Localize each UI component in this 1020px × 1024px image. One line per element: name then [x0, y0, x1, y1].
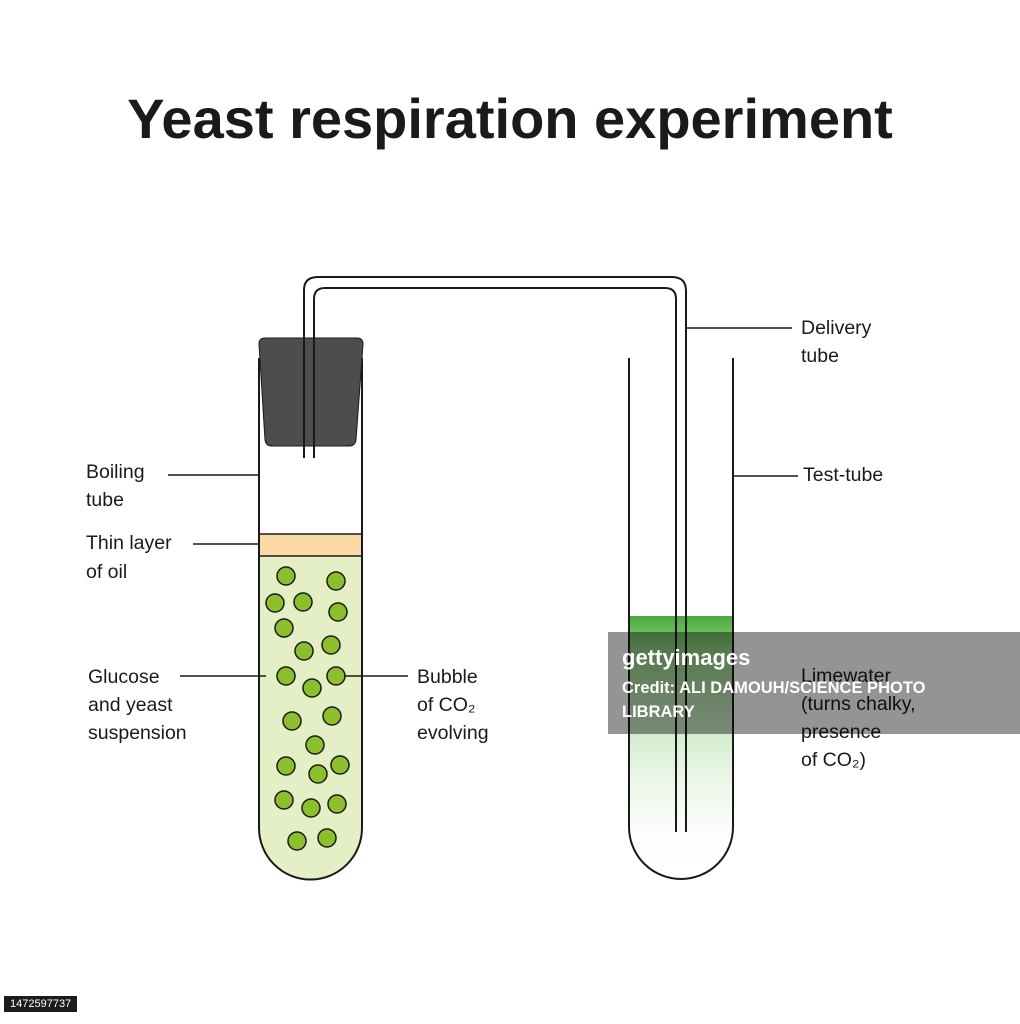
test-tube-outline — [628, 358, 734, 880]
label-delivery-tube: Delivery tube — [801, 317, 877, 367]
co2-bubble — [302, 678, 322, 698]
co2-bubble — [276, 666, 296, 686]
watermark-credit-line1: Credit: ALI DAMOUH/SCIENCE PHOTO — [622, 679, 926, 697]
co2-bubble — [274, 790, 294, 810]
watermark-brand: gettyimages — [622, 645, 750, 670]
watermark-banner — [608, 632, 1020, 734]
image-id: 1472597737 — [4, 996, 78, 1012]
label-test-tube: Test-tube — [803, 464, 883, 486]
label-oil-layer: Thin layer of oil — [86, 532, 177, 583]
label-boiling-tube: Boiling tube — [86, 461, 150, 511]
co2-bubble — [326, 571, 346, 591]
limewater — [629, 616, 733, 879]
co2-bubble — [327, 794, 347, 814]
co2-bubble — [305, 735, 325, 755]
co2-bubble — [276, 756, 296, 776]
co2-bubble — [293, 592, 313, 612]
label-bubble: Bubble of CO₂ evolving — [417, 666, 489, 744]
leader-lines — [168, 327, 798, 677]
co2-bubble — [282, 711, 302, 731]
co2-bubble — [328, 602, 348, 622]
delivery-tube — [303, 276, 687, 832]
co2-bubble — [322, 706, 342, 726]
co2-bubble — [265, 593, 285, 613]
boiling-tube — [258, 337, 364, 881]
diagram-title: Yeast respiration experiment — [127, 87, 893, 150]
co2-bubble — [330, 755, 350, 775]
co2-bubble — [321, 635, 341, 655]
watermark: gettyimages Credit: ALI DAMOUH/SCIENCE P… — [608, 632, 1020, 734]
co2-bubble — [276, 566, 296, 586]
rubber-stopper — [258, 337, 364, 447]
co2-bubble — [308, 764, 328, 784]
co2-bubble — [326, 666, 346, 686]
label-suspension: Glucose and yeast suspension — [88, 666, 187, 744]
watermark-credit-line2: LIBRARY — [622, 703, 695, 721]
label-limewater: Limewater (turns chalky, presence of CO₂… — [801, 665, 921, 771]
co2-bubble — [274, 618, 294, 638]
co2-bubble — [294, 641, 314, 661]
co2-bubble — [317, 828, 337, 848]
co2-bubble — [301, 798, 321, 818]
boiling-tube-outline — [258, 358, 363, 881]
test-tube — [628, 358, 734, 880]
oil-layer — [258, 533, 363, 557]
co2-bubble — [287, 831, 307, 851]
co2-bubbles — [265, 566, 350, 851]
